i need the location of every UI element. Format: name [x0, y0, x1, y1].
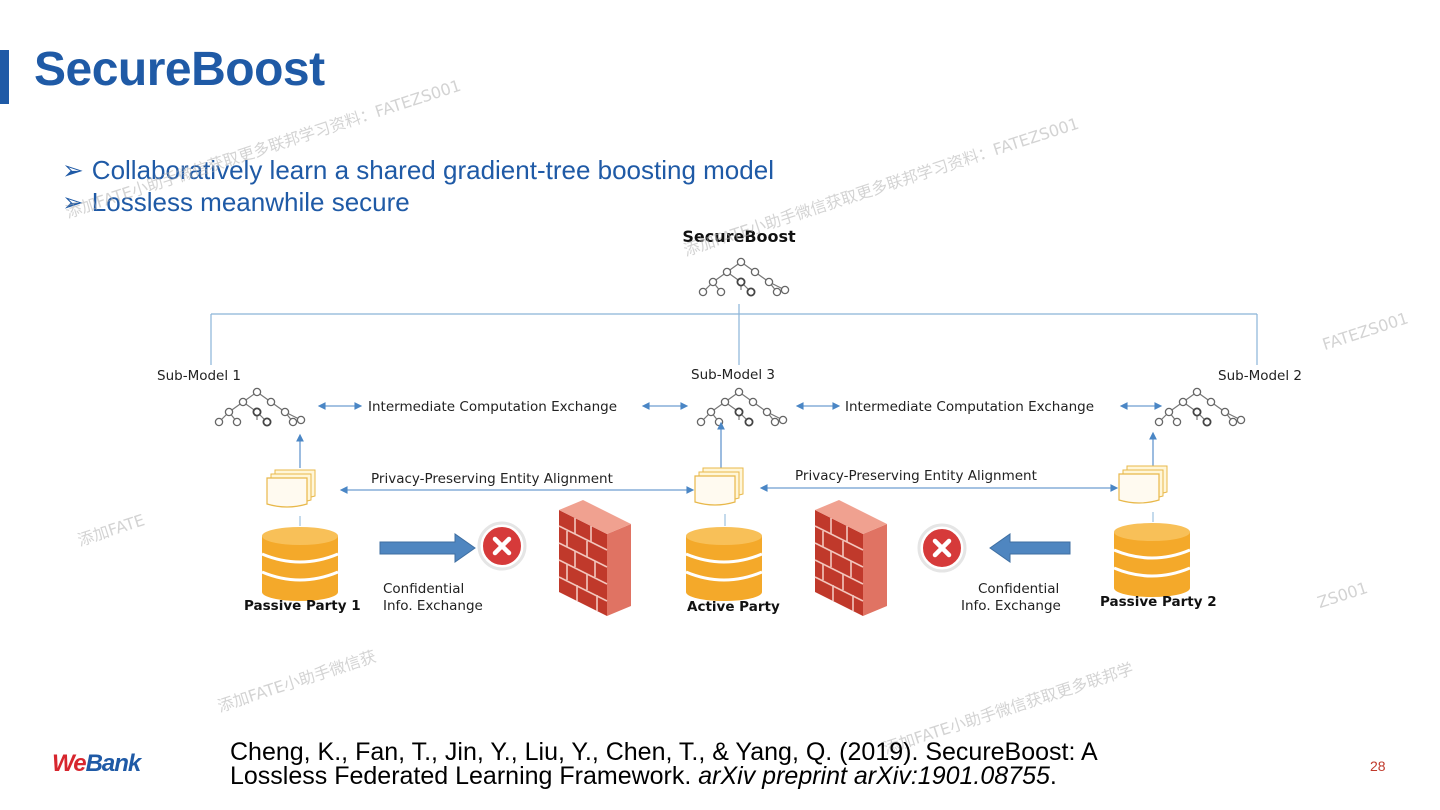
- info-exchange-label-left: Info. Exchange: [383, 598, 483, 614]
- sub-model-3-label: Sub-Model 3: [691, 367, 775, 383]
- sub-model-1-tree-icon: [214, 387, 306, 427]
- active-party-database-icon: [684, 525, 764, 603]
- webank-logo: WeBank: [52, 750, 142, 778]
- passive-party-1-label: Passive Party 1: [244, 598, 361, 614]
- upward-arrows: [296, 421, 1157, 468]
- exchange-arrows: [317, 402, 1163, 410]
- info-exchange-label-right: Info. Exchange: [961, 598, 1061, 614]
- global-tree-icon: [698, 257, 790, 297]
- citation-line-1: Cheng, K., Fan, T., Jin, Y., Liu, Y., Ch…: [230, 738, 1098, 766]
- alignment-arrows: [339, 484, 1119, 494]
- bullet-item: ➢Lossless meanwhile secure: [62, 186, 774, 218]
- sub-model-3-tree-icon: [696, 387, 788, 427]
- blocked-x-icon: [479, 523, 525, 569]
- party-1-docs-icon: [266, 469, 316, 508]
- passive-party-2-label: Passive Party 2: [1100, 594, 1217, 610]
- logo-bank: Bank: [85, 750, 142, 777]
- bullet-text: Lossless meanwhile secure: [91, 187, 410, 217]
- citation-end: .: [1049, 762, 1057, 790]
- watermark-text: FATEZS001: [1320, 308, 1411, 355]
- sub-model-2-tree-icon: [1154, 387, 1246, 427]
- logo-we: We: [52, 750, 87, 777]
- bullet-item: ➢Collaboratively learn a shared gradient…: [62, 154, 774, 186]
- exchange-label-right: Intermediate Computation Exchange: [845, 399, 1094, 415]
- watermark-text: 添加FATE: [75, 510, 148, 550]
- passive-party-2-database-icon: [1112, 521, 1192, 599]
- sub-model-2-label: Sub-Model 2: [1218, 368, 1302, 384]
- passive-party-1-database-icon: [260, 525, 340, 603]
- bullet-marker-icon: ➢: [62, 155, 84, 185]
- title-accent-bar: [0, 50, 9, 104]
- slide-title: SecureBoost: [34, 43, 325, 96]
- sub-model-1-label: Sub-Model 1: [157, 368, 241, 384]
- watermark-text: 添加FATE小助手微信获: [215, 646, 379, 716]
- active-party-docs-icon: [694, 467, 744, 506]
- firewall-icon: [558, 499, 632, 617]
- party-2-docs-icon: [1118, 465, 1168, 504]
- confidential-label-left: Confidential: [383, 581, 464, 597]
- firewall-icon: [814, 499, 888, 617]
- right-block-arrow-icon: [379, 533, 476, 563]
- diagram-title: SecureBoost: [682, 227, 796, 246]
- confidential-label-right: Confidential: [978, 581, 1059, 597]
- bullet-text: Collaboratively learn a shared gradient-…: [91, 155, 774, 185]
- page-number: 28: [1370, 758, 1386, 774]
- alignment-label-left: Privacy-Preserving Entity Alignment: [371, 471, 613, 487]
- bullet-list: ➢Collaboratively learn a shared gradient…: [62, 154, 774, 218]
- exchange-label-left: Intermediate Computation Exchange: [368, 399, 617, 415]
- citation-line-2: Lossless Federated Learning Framework.: [230, 762, 699, 790]
- hierarchy-connectors: [210, 304, 1258, 365]
- bullet-marker-icon: ➢: [62, 187, 84, 217]
- citation-venue: arXiv preprint arXiv:1901.08755: [698, 762, 1050, 790]
- active-party-label: Active Party: [687, 599, 780, 615]
- citation: Cheng, K., Fan, T., Jin, Y., Liu, Y., Ch…: [230, 738, 1098, 790]
- left-block-arrow-icon: [989, 533, 1071, 563]
- secureboost-diagram: SecureBoost Sub-Model 1 Sub-Model 3 Sub-…: [157, 227, 1302, 617]
- alignment-label-right: Privacy-Preserving Entity Alignment: [795, 468, 1037, 484]
- blocked-x-icon: [919, 525, 965, 571]
